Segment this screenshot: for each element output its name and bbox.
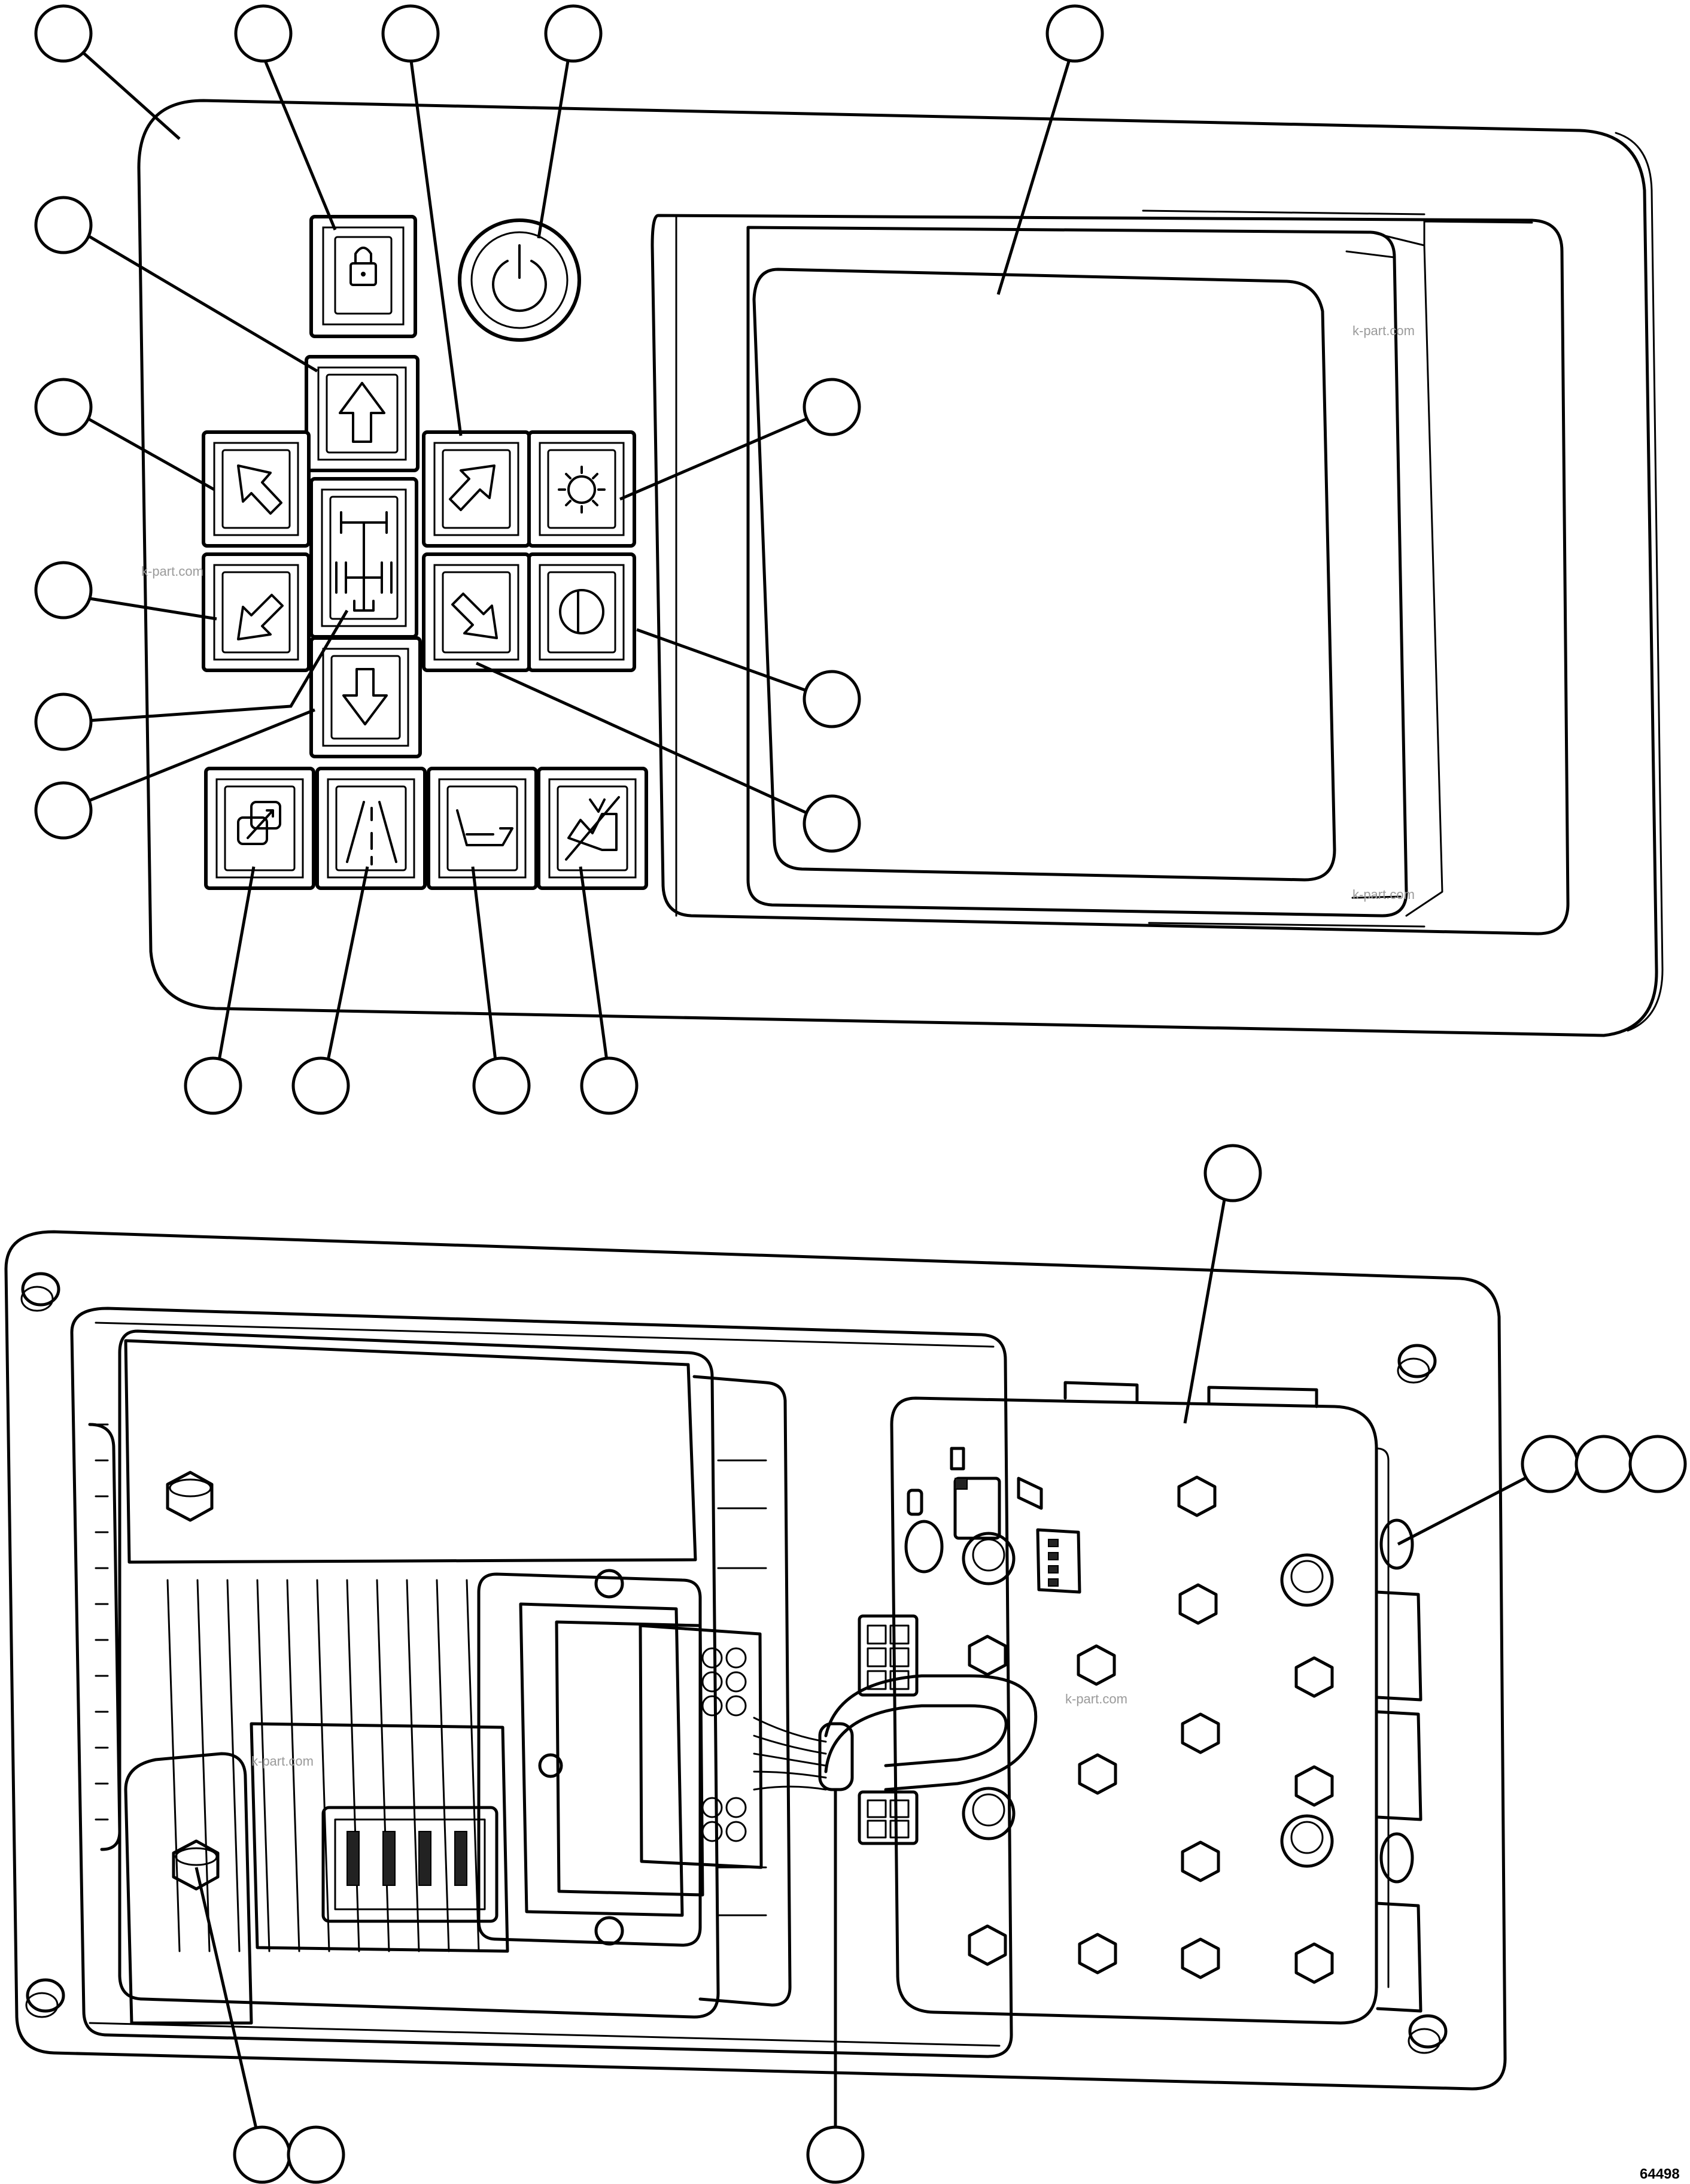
front-view-callouts bbox=[34, 4, 1104, 1115]
callout-balloon bbox=[1045, 4, 1104, 63]
callout-balloon bbox=[1575, 1435, 1633, 1493]
rear-view: k-part.com k-part.com bbox=[4, 1144, 1687, 2184]
callout-balloon bbox=[34, 692, 93, 751]
contrast-icon bbox=[559, 589, 604, 634]
arrow-down-right-key[interactable] bbox=[422, 552, 531, 672]
callout-balloon bbox=[803, 794, 861, 853]
alarm-off-icon bbox=[565, 796, 620, 861]
arrow-up-left-icon bbox=[237, 464, 282, 515]
arrow-down-left-icon bbox=[237, 594, 284, 640]
lock-key[interactable] bbox=[309, 215, 417, 338]
circuit-board: k-part.com bbox=[890, 1396, 1390, 2025]
board-hex-nuts bbox=[968, 1475, 1334, 1984]
callout-balloon bbox=[34, 4, 93, 63]
callout-balloon bbox=[34, 378, 93, 436]
arrow-down-left-key[interactable] bbox=[202, 552, 311, 672]
front-bezel-outline bbox=[137, 99, 1658, 1037]
camera-switch-icon bbox=[237, 801, 281, 845]
arrow-up-right-icon bbox=[449, 464, 496, 511]
callout-balloon bbox=[34, 781, 93, 840]
lock-icon bbox=[349, 247, 377, 286]
rear-mounting-plate bbox=[4, 1230, 1507, 2091]
dip-switch bbox=[1036, 1528, 1081, 1594]
arrow-up-icon bbox=[339, 382, 385, 443]
sun-icon bbox=[558, 466, 606, 514]
wiring-harness bbox=[818, 1674, 1038, 1791]
road-icon bbox=[346, 801, 397, 865]
heat-sink bbox=[118, 1329, 720, 2019]
callout-balloon bbox=[544, 4, 603, 63]
board-connector-bottom bbox=[858, 1790, 919, 1845]
callout-balloon bbox=[1628, 1435, 1687, 1493]
svg-text:k-part.com: k-part.com bbox=[1352, 323, 1415, 338]
callout-balloon bbox=[233, 2125, 291, 2184]
callout-balloon bbox=[291, 1056, 350, 1115]
hex-bolt bbox=[166, 1471, 214, 1522]
callout-balloon bbox=[1203, 1144, 1262, 1202]
power-icon bbox=[492, 244, 547, 312]
callout-balloon bbox=[234, 4, 293, 63]
arrow-down-right-icon bbox=[451, 593, 498, 639]
mute-alarm-key[interactable] bbox=[537, 767, 648, 890]
mounting-bracket bbox=[124, 1752, 253, 2025]
axle-icon bbox=[335, 511, 393, 612]
svg-text:k-part.com: k-part.com bbox=[141, 564, 203, 579]
figure-number: 64498 bbox=[1640, 2166, 1680, 2182]
display-rear-frame bbox=[692, 1375, 792, 2007]
callout-balloon bbox=[34, 196, 93, 254]
svg-text:k-part.com: k-part.com bbox=[1065, 1691, 1127, 1706]
rear-connector bbox=[321, 1806, 499, 1923]
arrow-up-key[interactable] bbox=[305, 355, 420, 472]
callout-balloon bbox=[1521, 1435, 1579, 1493]
arrow-down-icon bbox=[342, 668, 388, 725]
arrow-up-left-key[interactable] bbox=[202, 430, 311, 548]
road-mode-key[interactable] bbox=[315, 767, 427, 890]
power-button[interactable] bbox=[458, 218, 581, 342]
callout-balloon bbox=[803, 378, 861, 436]
rear-housing bbox=[70, 1307, 1013, 2058]
bucket-icon bbox=[456, 809, 513, 846]
board-pushbuttons bbox=[962, 1532, 1334, 1868]
side-fins bbox=[88, 1423, 121, 1851]
camera-switch-key[interactable] bbox=[204, 767, 315, 890]
callout-balloon bbox=[806, 2125, 865, 2184]
arrow-down-key[interactable] bbox=[309, 636, 422, 758]
plug-pin-grid bbox=[701, 1647, 747, 1842]
callout-balloon bbox=[184, 1056, 242, 1115]
harness-plug bbox=[477, 1569, 827, 1947]
mounting-studs bbox=[20, 1272, 1448, 2054]
callout-balloon bbox=[580, 1056, 639, 1115]
contrast-key[interactable] bbox=[527, 552, 636, 672]
callout-balloon bbox=[287, 2125, 345, 2184]
brightness-key[interactable] bbox=[527, 430, 636, 548]
rear-view-callouts bbox=[194, 1144, 1687, 2184]
front-bezel-inner-edge bbox=[1615, 132, 1664, 1032]
drive-mode-key[interactable] bbox=[309, 477, 418, 639]
svg-text:k-part.com: k-part.com bbox=[251, 1754, 314, 1769]
rotary-knobs bbox=[1063, 1381, 1422, 2013]
board-connector-top bbox=[858, 1614, 919, 1697]
bucket-key[interactable] bbox=[427, 767, 538, 890]
callout-balloon bbox=[472, 1056, 531, 1115]
arrow-up-right-key[interactable] bbox=[422, 430, 531, 548]
callout-balloon bbox=[803, 670, 861, 728]
front-view: k-part.com bbox=[34, 4, 1664, 1115]
callout-balloon bbox=[381, 4, 440, 63]
callout-balloon bbox=[34, 561, 93, 619]
svg-text:k-part.com: k-part.com bbox=[1352, 887, 1415, 902]
display-screen: k-part.com bbox=[651, 209, 1570, 935]
